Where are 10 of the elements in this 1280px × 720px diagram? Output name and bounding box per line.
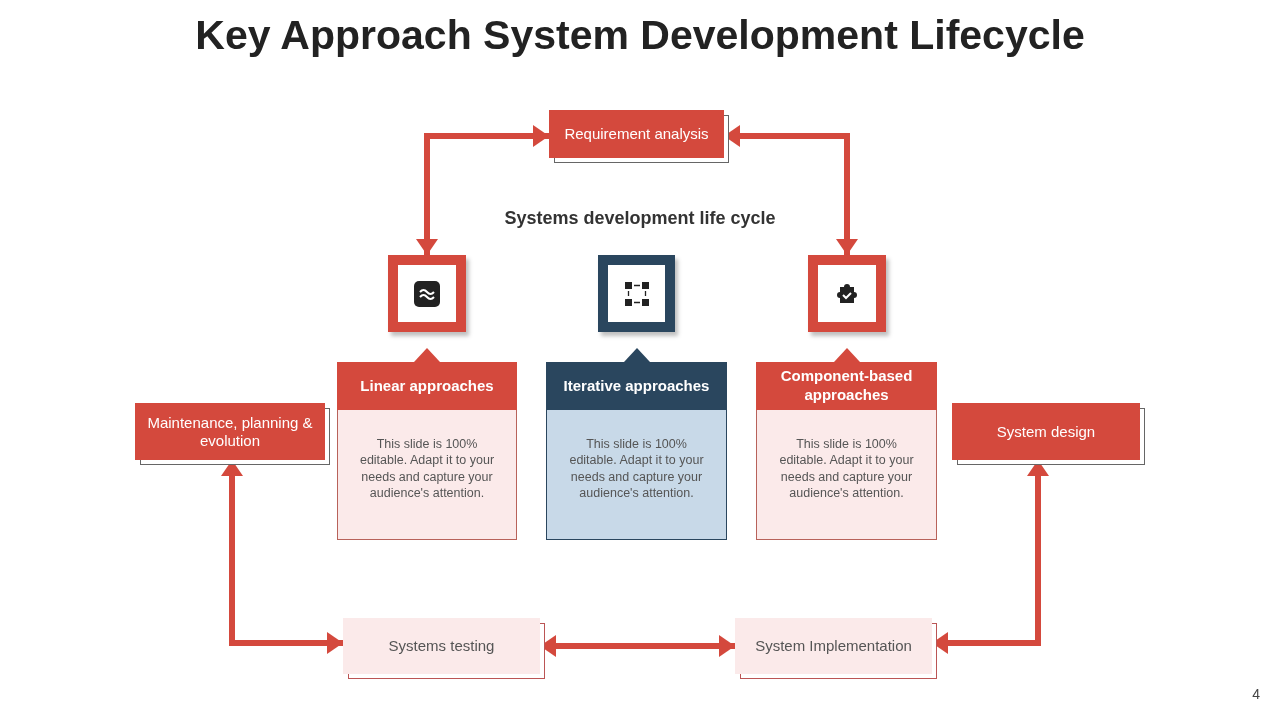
diagram-subtitle: Systems development life cycle bbox=[503, 208, 777, 229]
icon-frame bbox=[808, 255, 886, 332]
double-arrow bbox=[416, 125, 549, 255]
icon-frame bbox=[598, 255, 675, 332]
card-body-text: This slide is 100% editable. Adapt it to your needs and capture your audience's attention. bbox=[337, 410, 517, 540]
card-body-text: This slide is 100% editable. Adapt it to your needs and capture your audience's attention. bbox=[756, 410, 937, 540]
slide-title: Key Approach System Development Lifecycle bbox=[194, 12, 1086, 59]
page-number: 4 bbox=[1251, 686, 1260, 702]
icon-frame bbox=[388, 255, 466, 332]
card-body-text: This slide is 100% editable. Adapt it to your needs and capture your audience's attention. bbox=[546, 410, 727, 540]
